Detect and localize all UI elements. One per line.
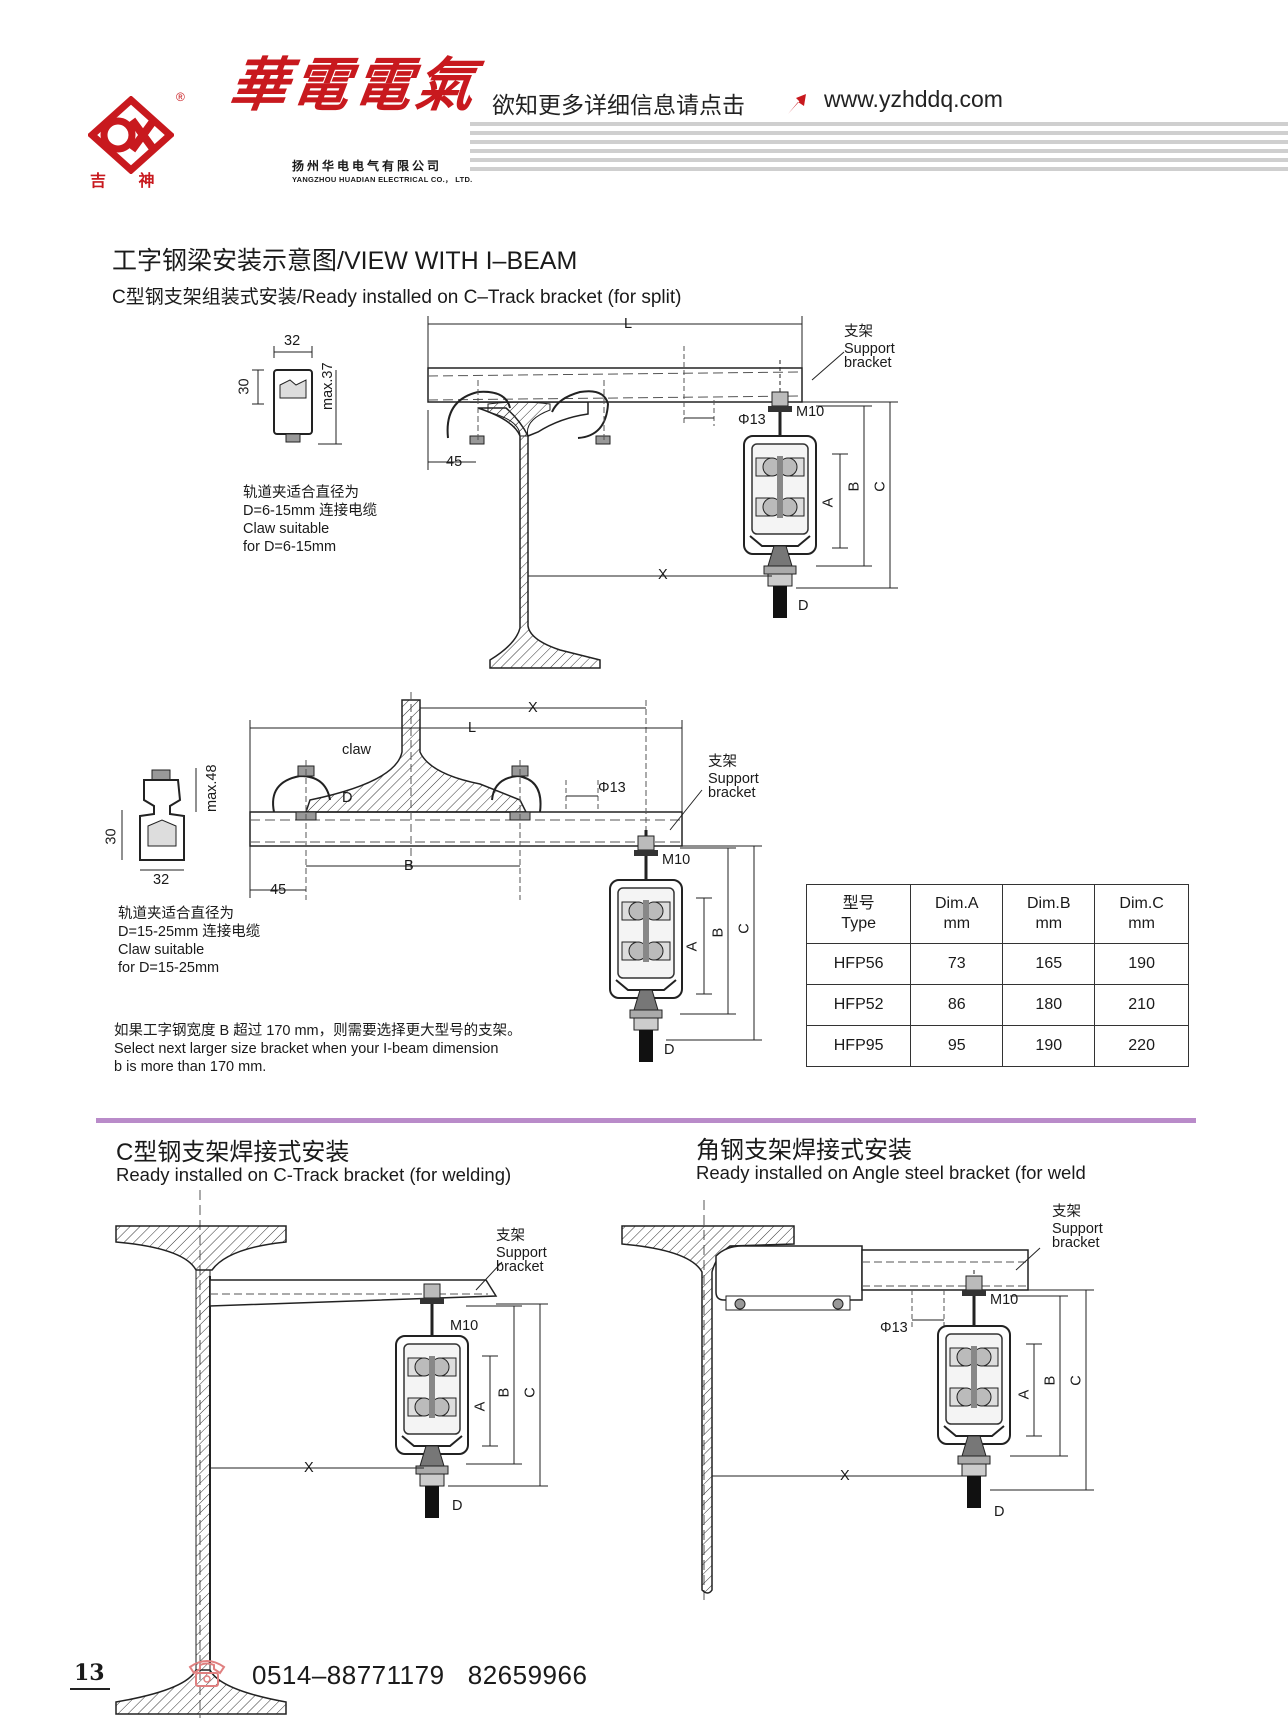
m10-label-3: M10 bbox=[450, 1318, 479, 1334]
section2-title: C型钢支架焊接式安装 bbox=[116, 1139, 350, 1166]
detail1-height: 30 bbox=[236, 378, 253, 395]
table-cell: 86 bbox=[910, 984, 1004, 1026]
m10-label-4: M10 bbox=[990, 1292, 1019, 1308]
dim-b-4: B bbox=[1042, 1375, 1059, 1386]
ibeam-diagram-2 bbox=[249, 692, 762, 1063]
table-row: HFP95 95 190 220 bbox=[805, 1025, 1189, 1067]
cable-d-3: D bbox=[452, 1498, 463, 1514]
dim-phi13: Φ13 bbox=[738, 412, 766, 428]
table-cell: HFP52 bbox=[805, 984, 912, 1026]
dim-b-2a: B bbox=[404, 858, 414, 874]
support-label-1: 支架 Support bracket bbox=[844, 324, 895, 371]
detail1-max: max.37 bbox=[320, 362, 336, 410]
section1-subtitle: C型钢支架组装式安装/Ready installed on C–Track br… bbox=[112, 287, 682, 308]
cable-d-2: D bbox=[664, 1042, 675, 1058]
dim-c-3: C bbox=[522, 1387, 539, 1398]
dim-l: L bbox=[624, 316, 633, 332]
dim-x: X bbox=[658, 567, 668, 583]
dim-b-3: B bbox=[496, 1387, 513, 1398]
phone-2: 82659966 bbox=[467, 1660, 588, 1690]
promo-text: 欲知更多详细信息请点击 bbox=[492, 92, 745, 118]
company-name-en: YANGZHOU HUADIAN ELECTRICAL CO.， LTD. bbox=[292, 175, 473, 184]
table-cell: 220 bbox=[1094, 1025, 1189, 1067]
support-label-2: 支架 Support bracket bbox=[708, 754, 759, 801]
cable-d-4: D bbox=[994, 1504, 1005, 1520]
phone-icon bbox=[188, 1660, 226, 1687]
dim-45-2: 45 bbox=[270, 882, 287, 898]
support-label-3: 支架 Support bracket bbox=[496, 1228, 547, 1275]
dim-c-2: C bbox=[736, 923, 753, 934]
detail2-width: 32 bbox=[153, 872, 170, 888]
section1-title: 工字钢梁安装示意图/VIEW WITH I–BEAM bbox=[112, 247, 578, 275]
phone-1: 0514–88771179 bbox=[252, 1660, 445, 1690]
dim-b: B bbox=[846, 481, 863, 492]
m10-label-2: M10 bbox=[662, 852, 691, 868]
phone-numbers: 0514–88771179 82659966 bbox=[252, 1660, 587, 1691]
dim-x-2: X bbox=[528, 700, 538, 716]
table-cell: 180 bbox=[1002, 984, 1096, 1026]
detail2-height: 30 bbox=[103, 828, 120, 845]
dim-a-4: A bbox=[1016, 1389, 1033, 1400]
detail2-note: 轨道夹适合直径为 D=15-25mm 连接电缆 Claw suitable fo… bbox=[118, 906, 261, 976]
table-cell: 210 bbox=[1094, 984, 1189, 1026]
company-name-cn: 扬州华电电气有限公司 bbox=[292, 159, 443, 173]
cable-d-2a: D bbox=[342, 790, 353, 806]
table-cell: HFP95 bbox=[805, 1025, 912, 1067]
table-cell: 95 bbox=[910, 1025, 1004, 1067]
ibeam-diagram-1 bbox=[427, 316, 898, 669]
dim-phi13-2: Φ13 bbox=[598, 780, 626, 796]
welding-diagram bbox=[115, 1190, 548, 1718]
dim-x-3: X bbox=[304, 1460, 314, 1476]
table-row: HFP56 73 165 190 bbox=[805, 943, 1189, 985]
section-divider bbox=[96, 1118, 1196, 1123]
claw-detail-small bbox=[252, 346, 342, 445]
table-cell: 73 bbox=[910, 943, 1004, 985]
table-row: HFP52 86 180 210 bbox=[805, 984, 1189, 1026]
cable-d: D bbox=[798, 598, 809, 614]
detail1-width: 32 bbox=[284, 333, 301, 349]
dim-phi13-4: Φ13 bbox=[880, 1320, 908, 1336]
claw-label: claw bbox=[342, 742, 372, 758]
detail1-note: 轨道夹适合直径为 D=6-15mm 连接电缆 Claw suitable for… bbox=[243, 485, 378, 555]
table-cell: 165 bbox=[1002, 943, 1096, 985]
size-warning: 如果工字钢宽度 B 超过 170 mm，则需要选择更大型号的支架。 Select… bbox=[114, 1023, 522, 1075]
support-label-4: 支架 Support bracket bbox=[1052, 1204, 1103, 1251]
section2-subtitle: Ready installed on C-Track bracket (for … bbox=[116, 1164, 512, 1185]
table-cell: 190 bbox=[1002, 1025, 1096, 1067]
dim-a-2: A bbox=[684, 941, 701, 952]
claw-detail-large bbox=[121, 768, 197, 871]
logo-text: 吉 神 bbox=[90, 173, 169, 190]
cx-logo-icon bbox=[88, 96, 174, 174]
dim-l-2: L bbox=[468, 720, 477, 736]
dim-x-4: X bbox=[840, 1468, 850, 1484]
table-cell: 190 bbox=[1094, 943, 1189, 985]
arrow-icon bbox=[788, 94, 806, 114]
angle-steel-diagram bbox=[621, 1200, 1094, 1600]
section3-title: 角钢支架焊接式安装 bbox=[696, 1137, 912, 1164]
header-stripes bbox=[470, 122, 1288, 171]
detail2-max: max.48 bbox=[204, 764, 220, 812]
dim-c: C bbox=[872, 481, 889, 492]
section3-subtitle: Ready installed on Angle steel bracket (… bbox=[696, 1162, 1086, 1183]
m10-label: M10 bbox=[796, 404, 825, 420]
dim-a: A bbox=[820, 497, 837, 508]
dim-a-3: A bbox=[472, 1401, 489, 1412]
dim-c-4: C bbox=[1068, 1375, 1085, 1386]
registered-mark: ® bbox=[176, 90, 185, 104]
page-number-underline bbox=[70, 1688, 110, 1690]
dim-b-2: B bbox=[710, 927, 727, 938]
table-cell: HFP56 bbox=[805, 943, 912, 985]
dim-45: 45 bbox=[446, 454, 463, 470]
page-number: 13 bbox=[74, 1660, 105, 1686]
website-link[interactable]: www.yzhddq.com bbox=[824, 86, 1003, 112]
